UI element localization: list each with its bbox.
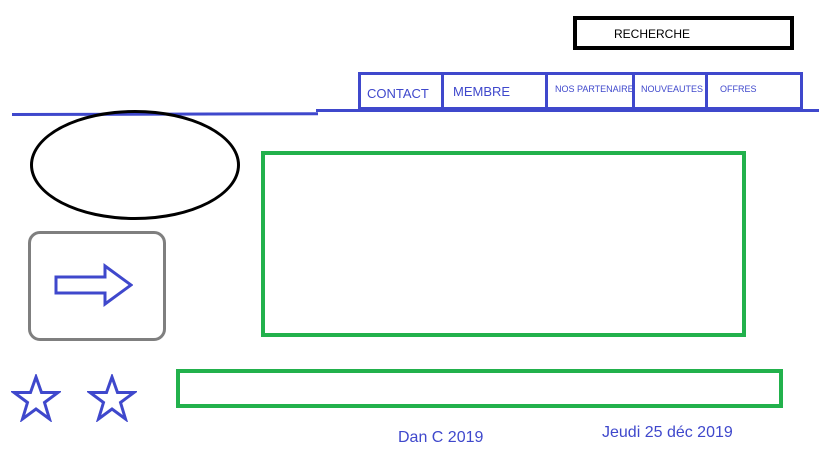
main-content-panel [261,151,746,337]
nav-item-membre[interactable]: MEMBRE [444,75,548,107]
nav-item-label: OFFRES [720,84,757,94]
nav-item-label: NOS PARTENAIRES [555,84,635,94]
nav-item-contact[interactable]: CONTACT [361,75,444,107]
next-button[interactable] [28,231,166,341]
search-label: RECHERCHE [614,27,691,41]
nav-item-label: CONTACT [367,86,429,101]
nav-item-partenaires[interactable]: NOS PARTENAIRES [548,75,635,107]
footer-date: Jeudi 25 déc 2019 [602,424,733,441]
nav-item-label: MEMBRE [453,84,511,99]
main-nav: CONTACT MEMBRE NOS PARTENAIRES NOUVEAUTE… [358,72,803,110]
logo-placeholder [30,110,240,220]
star-icon[interactable] [87,374,137,422]
bottom-content-bar [176,369,783,408]
nav-item-nouveautes[interactable]: NOUVEAUTES [635,75,708,107]
arrow-right-icon [54,263,133,307]
footer-author: Dan C 2019 [398,429,484,446]
header-divider-right [316,109,819,112]
nav-item-offres[interactable]: OFFRES [708,75,800,107]
search-box[interactable]: RECHERCHE [573,16,794,50]
star-icon[interactable] [11,374,61,422]
nav-item-label: NOUVEAUTES [641,84,704,94]
